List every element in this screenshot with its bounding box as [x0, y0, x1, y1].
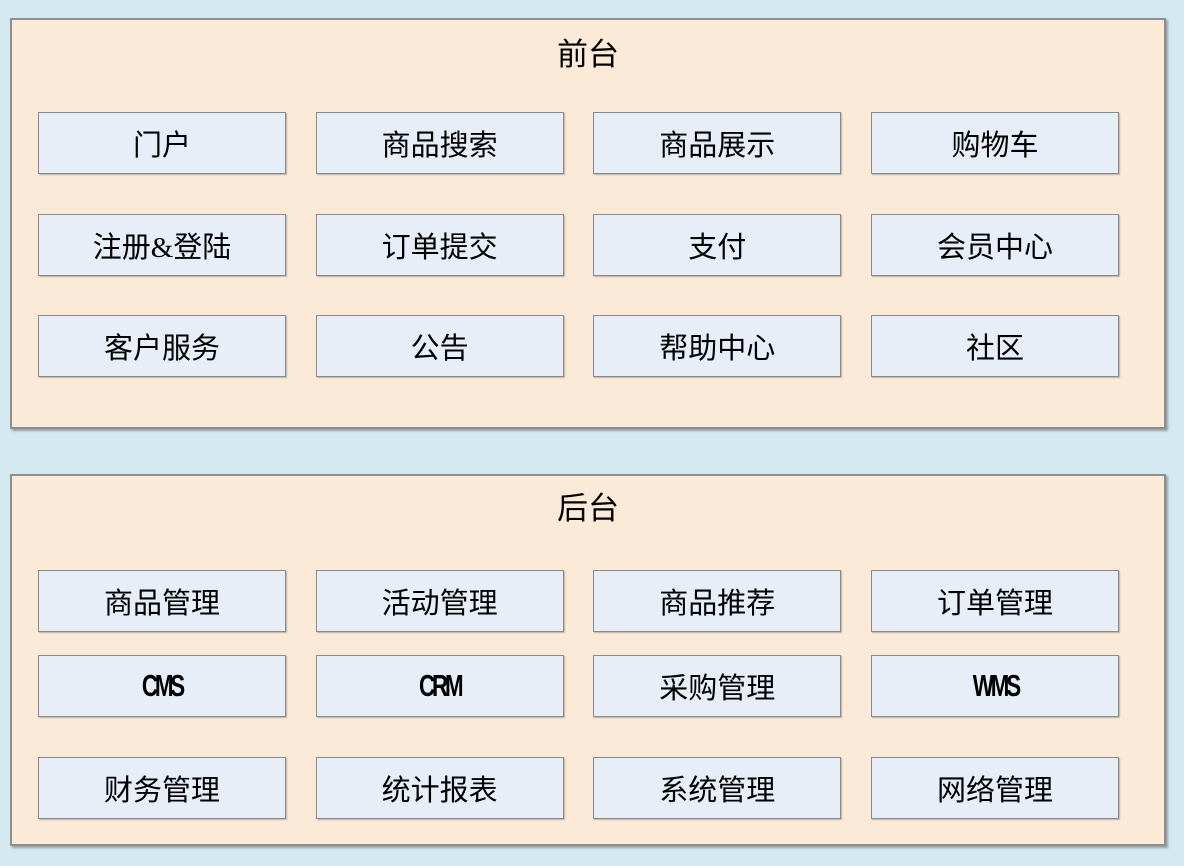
module-box-wms: WMS — [870, 655, 1119, 717]
module-box-member-center: 会员中心 — [870, 214, 1119, 276]
module-box-announcement: 公告 — [315, 315, 564, 377]
frontend-row-2: 注册&登陆 订单提交 支付 会员中心 — [12, 214, 1164, 276]
backend-panel: 后台 商品管理 活动管理 商品推荐 订单管理 CMS CRM 采购管理 WMS … — [10, 474, 1166, 846]
module-box-community: 社区 — [870, 315, 1119, 377]
module-box-crm: CRM — [315, 655, 564, 717]
backend-row-2: CMS CRM 采购管理 WMS — [12, 655, 1164, 717]
module-box-order-mgmt: 订单管理 — [870, 570, 1119, 632]
module-box-activity-mgmt: 活动管理 — [315, 570, 564, 632]
module-box-finance-mgmt: 财务管理 — [38, 757, 286, 819]
backend-row-1: 商品管理 活动管理 商品推荐 订单管理 — [12, 570, 1164, 632]
backend-panel-title: 后台 — [557, 491, 619, 526]
module-box-order-submit: 订单提交 — [315, 214, 564, 276]
frontend-panel-title: 前台 — [557, 37, 619, 72]
module-box-product-recommend: 商品推荐 — [593, 570, 842, 632]
module-box-shopping-cart: 购物车 — [870, 112, 1119, 174]
frontend-panel: 前台 门户 商品搜索 商品展示 购物车 注册&登陆 订单提交 支付 会员中心 客… — [10, 18, 1166, 429]
module-box-customer-service: 客户服务 — [38, 315, 286, 377]
module-box-portal: 门户 — [38, 112, 286, 174]
backend-row-3: 财务管理 统计报表 系统管理 网络管理 — [12, 757, 1164, 819]
module-box-procurement-mgmt: 采购管理 — [593, 655, 842, 717]
module-box-system-mgmt: 系统管理 — [593, 757, 842, 819]
module-box-network-mgmt: 网络管理 — [870, 757, 1119, 819]
module-box-product-mgmt: 商品管理 — [38, 570, 286, 632]
module-box-statistics-report: 统计报表 — [315, 757, 564, 819]
module-box-help-center: 帮助中心 — [593, 315, 842, 377]
module-box-register-login: 注册&登陆 — [38, 214, 286, 276]
frontend-row-1: 门户 商品搜索 商品展示 购物车 — [12, 112, 1164, 174]
module-box-payment: 支付 — [593, 214, 842, 276]
module-box-product-display: 商品展示 — [593, 112, 842, 174]
frontend-row-3: 客户服务 公告 帮助中心 社区 — [12, 315, 1164, 377]
module-box-product-search: 商品搜索 — [315, 112, 564, 174]
module-box-cms: CMS — [38, 655, 286, 717]
